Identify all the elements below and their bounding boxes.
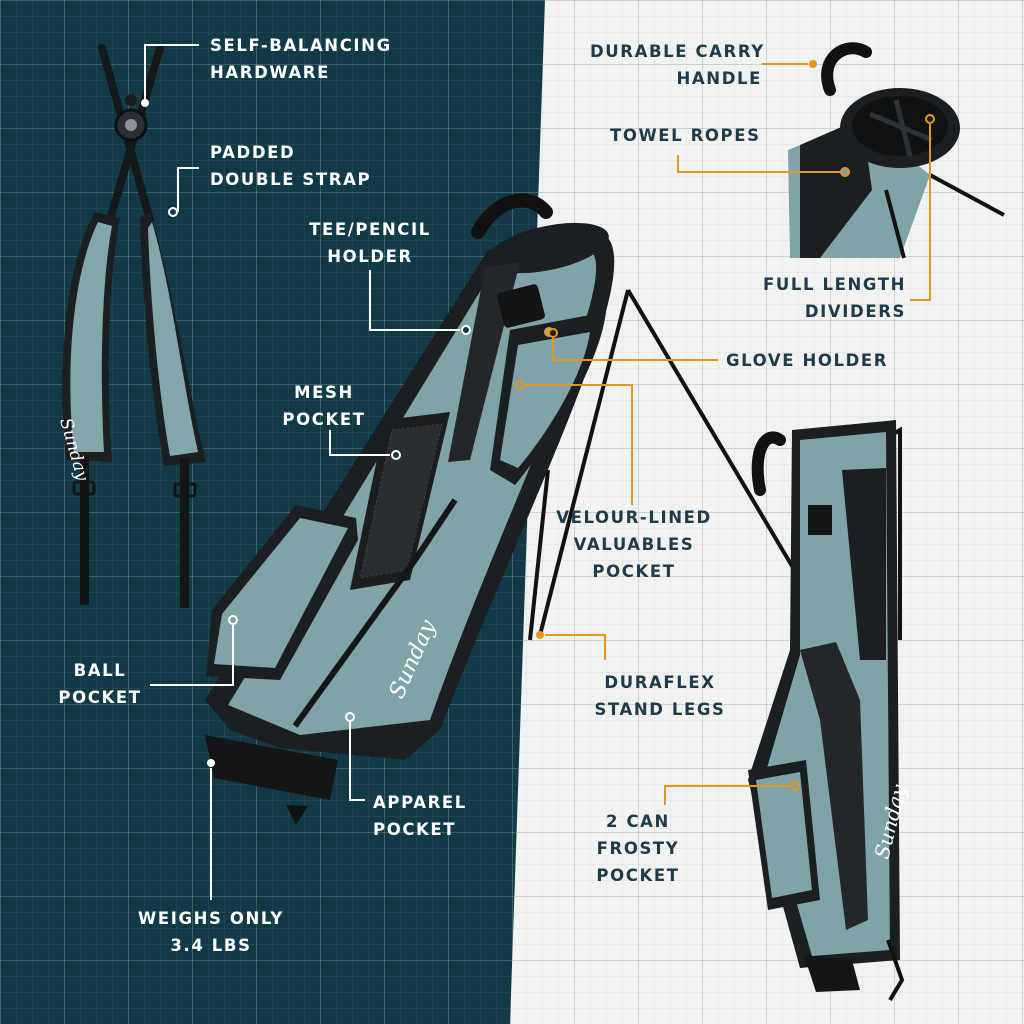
callout-line: SELF-BALANCING: [210, 36, 392, 55]
callout-line: BALL: [73, 661, 127, 680]
callout-line: FULL LENGTH: [763, 275, 906, 294]
callout-self-balancing-hardware: SELF-BALANCING HARDWARE: [210, 32, 392, 86]
callout-padded-double-strap: PADDED DOUBLE STRAP: [210, 139, 371, 193]
callout-line: APPAREL: [373, 793, 467, 812]
light-grid-background: [510, 0, 1024, 1024]
callout-line: POCKET: [282, 410, 366, 429]
callout-ball-pocket: BALL POCKET: [50, 657, 150, 711]
callout-tee-pencil-holder: TEE/PENCIL HOLDER: [300, 216, 440, 270]
callout-line: POCKET: [592, 562, 676, 581]
callout-line: DIVIDERS: [804, 302, 906, 321]
callout-line: GLOVE HOLDER: [726, 351, 889, 370]
callout-line: WEIGHS ONLY: [138, 909, 284, 928]
callout-line: HOLDER: [327, 247, 413, 266]
bag-top-detail-illustration: [788, 42, 1005, 259]
callout-line: POCKET: [596, 866, 680, 885]
callout-line: POCKET: [373, 820, 457, 839]
callout-line: MESH: [294, 383, 354, 402]
callout-lines: [141, 44, 935, 900]
callout-line: DOUBLE STRAP: [210, 170, 372, 189]
callout-line: 3.4 LBS: [170, 936, 252, 955]
callout-weighs-only: WEIGHS ONLY 3.4 LBS: [136, 905, 286, 959]
callout-line: VALUABLES: [573, 535, 695, 554]
callout-line: TEE/PENCIL: [309, 220, 431, 239]
callout-frosty-pocket: 2 CAN FROSTY POCKET: [583, 808, 693, 889]
callout-line: STAND LEGS: [594, 700, 726, 719]
callout-durable-carry-handle: DURABLE CARRY HANDLE: [590, 38, 765, 92]
callout-line: 2 CAN: [606, 812, 670, 831]
double-strap-illustration: [62, 44, 206, 608]
callout-duraflex-stand-legs: DURAFLEX STAND LEGS: [590, 669, 730, 723]
callout-line: PADDED: [210, 143, 296, 162]
callout-line: DURABLE CARRY: [590, 42, 765, 61]
callout-line: TOWEL ROPES: [610, 126, 761, 145]
callout-line: DURAFLEX: [604, 673, 716, 692]
callout-velour-lined-pocket: VELOUR-LINED VALUABLES POCKET: [552, 504, 716, 585]
callout-glove-holder: GLOVE HOLDER: [726, 347, 888, 374]
callout-line: FROSTY: [596, 839, 680, 858]
main-bag-illustration: [205, 193, 838, 825]
callout-apparel-pocket: APPAREL POCKET: [373, 789, 467, 843]
callout-mesh-pocket: MESH POCKET: [270, 379, 378, 433]
callout-line: HANDLE: [676, 69, 762, 88]
full-bag-illustration: [748, 420, 905, 1002]
callout-line: VELOUR-LINED: [556, 508, 712, 527]
callout-line: HARDWARE: [210, 63, 330, 82]
callout-towel-ropes: TOWEL ROPES: [610, 122, 761, 149]
callout-line: POCKET: [58, 688, 142, 707]
callout-full-length-dividers: FULL LENGTH DIVIDERS: [760, 271, 906, 325]
